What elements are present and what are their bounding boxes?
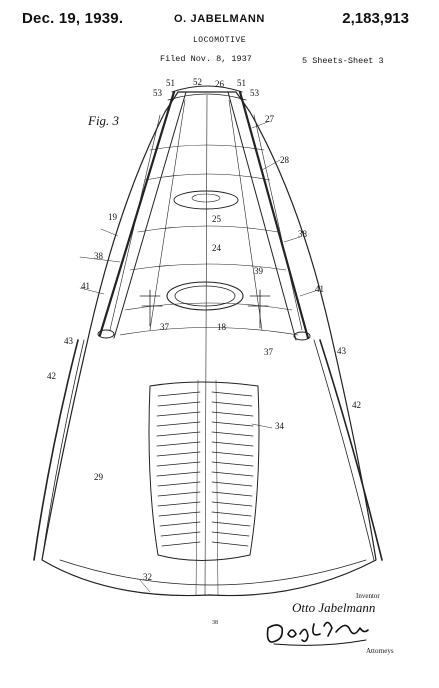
ref-numeral: 38 — [298, 229, 307, 239]
ref-numeral: 34 — [275, 421, 284, 431]
attorneys-label: Attorneys — [366, 647, 394, 655]
body-outline — [41, 91, 377, 597]
inventor-label: Inventor — [356, 592, 380, 600]
ref-numeral: 19 — [108, 212, 117, 222]
ref-numeral: 24 — [212, 243, 221, 253]
right-rail — [238, 90, 310, 340]
inventor-name-header: O. JABELMANN — [174, 13, 265, 25]
patent-date: Dec. 19, 1939. — [22, 10, 124, 27]
attorney-signature — [266, 621, 369, 646]
ref-numeral: 51 — [237, 78, 246, 88]
ref-numeral: 39 — [254, 266, 263, 276]
patent-title: LOCOMOTIVE — [192, 36, 246, 45]
ref-numeral: 41 — [315, 284, 324, 294]
leader-lines — [79, 120, 319, 593]
grille-louvers — [156, 391, 254, 547]
ref-numeral: 53 — [250, 88, 259, 98]
ref-numeral: 52 — [193, 77, 202, 87]
grille-34 — [148, 381, 260, 561]
right-handrail — [319, 339, 383, 561]
ref-numeral: 32 — [143, 572, 152, 582]
sheet-mark: 38 — [212, 620, 218, 626]
ref-numeral: 43 — [337, 346, 346, 356]
left-rail — [98, 90, 176, 337]
ref-numeral: 38 — [94, 251, 103, 261]
ref-numeral: 37 — [264, 347, 273, 357]
headlamp-25 — [173, 190, 239, 210]
roof-cap — [171, 85, 243, 93]
ref-numeral: 42 — [352, 400, 361, 410]
center-line — [204, 94, 208, 596]
ref-numeral: 42 — [47, 371, 56, 381]
sheet-count: 5 Sheets-Sheet 3 — [302, 56, 384, 66]
inventor-signature: Otto Jabelmann — [292, 600, 376, 615]
ref-numeral: 53 — [153, 88, 162, 98]
ref-numeral: 51 — [166, 78, 175, 88]
ref-numeral: 18 — [217, 322, 226, 332]
filed-date: Filed Nov. 8, 1937 — [160, 54, 252, 64]
ref-numeral: 43 — [64, 336, 73, 346]
hatch-18 — [166, 281, 244, 311]
ref-numeral: 26 — [215, 79, 224, 89]
ref-numeral: 29 — [94, 472, 103, 482]
ref-numeral: 37 — [160, 322, 169, 332]
left-handrail — [33, 339, 79, 561]
ref-numeral: 28 — [280, 155, 289, 165]
ref-numeral: 25 — [212, 214, 221, 224]
ref-numeral: 41 — [81, 281, 90, 291]
ref-numeral: 27 — [265, 114, 274, 124]
figure-label: Fig. 3 — [88, 113, 120, 128]
patent-number: 2,183,913 — [342, 10, 409, 27]
